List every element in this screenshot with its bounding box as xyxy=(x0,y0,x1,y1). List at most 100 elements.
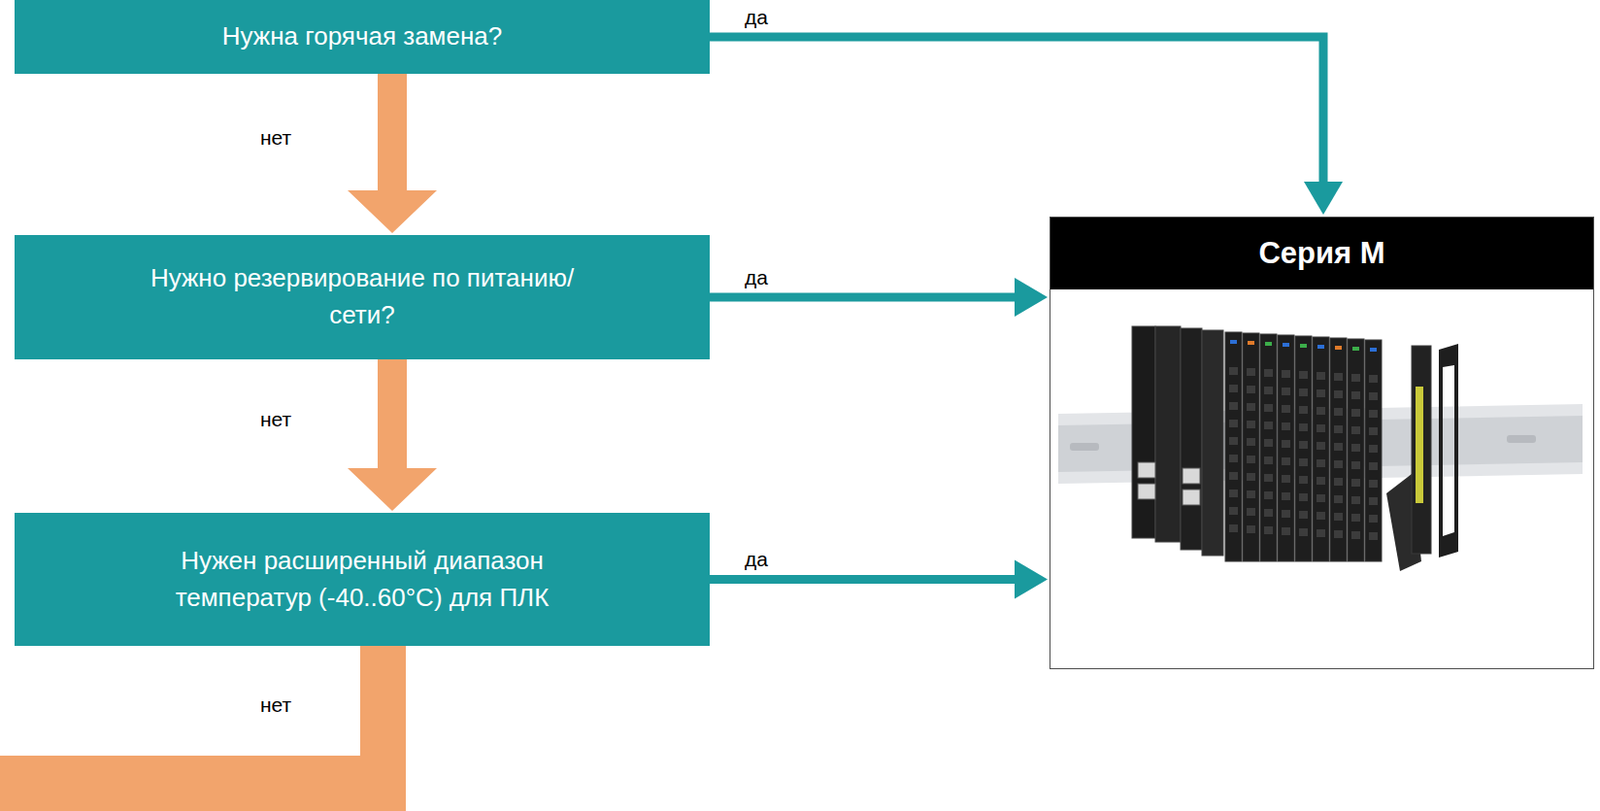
terminal xyxy=(1368,462,1378,470)
terminal xyxy=(1333,512,1343,521)
terminal xyxy=(1351,531,1361,539)
terminal xyxy=(1229,471,1238,480)
terminal xyxy=(1351,461,1361,469)
exit-label: нет xyxy=(260,692,292,717)
terminal xyxy=(1229,384,1238,393)
terminal xyxy=(1351,391,1361,400)
end-bracket xyxy=(1438,343,1459,558)
terminal xyxy=(1333,407,1343,416)
status-led xyxy=(1352,346,1360,351)
terminal xyxy=(1351,478,1361,487)
ethernet-port xyxy=(1137,483,1156,500)
edge-label: нет xyxy=(260,125,292,150)
status-led xyxy=(1300,343,1307,348)
io-module xyxy=(1277,334,1295,562)
terminal xyxy=(1368,514,1378,523)
block-arrow xyxy=(347,73,437,234)
status-led xyxy=(1334,345,1342,350)
connector-line xyxy=(709,293,1015,302)
ethernet-port xyxy=(1182,467,1200,484)
terminal xyxy=(1229,454,1238,463)
connector-line xyxy=(709,36,1324,182)
terminal xyxy=(1264,473,1273,482)
terminal xyxy=(1264,421,1273,430)
terminal xyxy=(1333,442,1343,451)
end-terminal xyxy=(1415,386,1424,503)
terminal xyxy=(1299,370,1308,379)
status-led xyxy=(1265,341,1272,346)
terminal xyxy=(1368,427,1378,435)
io-module xyxy=(1330,337,1347,562)
block-arrow xyxy=(347,359,437,511)
io-module xyxy=(1242,333,1260,562)
terminal xyxy=(1299,388,1308,397)
terminal xyxy=(1316,459,1326,467)
terminal xyxy=(1281,474,1291,483)
terminal xyxy=(1229,419,1238,428)
terminal xyxy=(1264,438,1273,447)
terminal xyxy=(1316,511,1326,520)
status-led xyxy=(1317,344,1325,349)
terminal xyxy=(1264,456,1273,465)
terminal xyxy=(1333,460,1343,468)
terminal xyxy=(1281,492,1291,500)
terminal xyxy=(1299,405,1308,414)
yes-arrow xyxy=(709,36,1343,215)
terminal xyxy=(1333,372,1343,381)
decision-box: Нужно резервирование по питанию/сети? xyxy=(14,234,710,360)
connector-line xyxy=(709,574,1015,584)
terminal xyxy=(1368,444,1378,453)
arrow-head xyxy=(1014,560,1048,600)
terminal xyxy=(1368,479,1378,488)
io-module xyxy=(1347,338,1365,562)
terminal xyxy=(1299,440,1308,449)
terminal xyxy=(1316,371,1326,380)
terminal xyxy=(1281,527,1291,535)
end-module xyxy=(1411,345,1432,554)
terminal xyxy=(1299,510,1308,519)
terminal xyxy=(1333,495,1343,503)
exit-arrow xyxy=(0,645,406,811)
arrow-head xyxy=(1014,277,1048,317)
ethernet-port xyxy=(1182,489,1200,505)
terminal xyxy=(1351,513,1361,522)
terminal xyxy=(1333,425,1343,434)
terminal xyxy=(1368,532,1378,540)
terminal xyxy=(1281,457,1291,466)
terminal xyxy=(1351,408,1361,417)
plc-illustration xyxy=(1050,289,1594,668)
decision-box: Нужен расширенный диапазон температур (-… xyxy=(14,512,710,646)
terminal xyxy=(1316,389,1326,398)
terminal xyxy=(1368,497,1378,505)
question-text: Нужно резервирование по питанию/сети? xyxy=(119,260,605,334)
terminal xyxy=(1246,402,1256,411)
status-led xyxy=(1282,342,1290,347)
terminal xyxy=(1264,368,1273,377)
terminal xyxy=(1281,509,1291,518)
result-box: Серия M xyxy=(1049,216,1595,669)
terminal xyxy=(1246,367,1256,376)
terminal xyxy=(1351,373,1361,382)
terminal xyxy=(1281,387,1291,396)
rail-slot xyxy=(1069,442,1100,451)
terminal xyxy=(1246,420,1256,429)
question-text: Нужна горячая замена? xyxy=(222,18,502,56)
illustration-ground xyxy=(1050,289,1594,668)
terminal xyxy=(1351,426,1361,434)
arrow-head xyxy=(1303,181,1343,215)
terminal xyxy=(1246,437,1256,446)
plc-module xyxy=(1132,326,1156,538)
terminal xyxy=(1351,443,1361,452)
terminal xyxy=(1281,369,1291,378)
terminal xyxy=(1246,525,1256,534)
terminal xyxy=(1333,390,1343,399)
terminal xyxy=(1299,493,1308,501)
io-module xyxy=(1295,335,1312,562)
terminal xyxy=(1264,403,1273,412)
io-module xyxy=(1225,332,1242,562)
terminal xyxy=(1246,455,1256,464)
result-title: Серия M xyxy=(1258,235,1385,271)
terminal xyxy=(1316,406,1326,415)
terminal xyxy=(1229,489,1238,498)
terminal xyxy=(1299,458,1308,467)
